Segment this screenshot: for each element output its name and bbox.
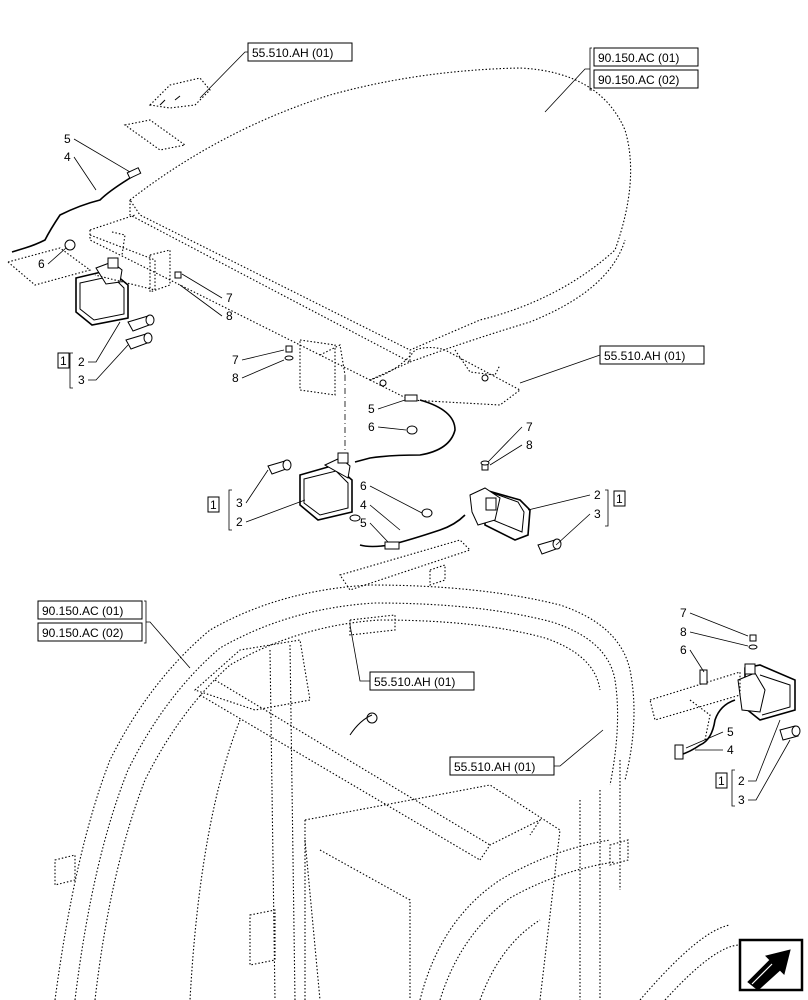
- work-lamp-center: [469, 460, 562, 555]
- callout-6: 6: [38, 257, 45, 271]
- mount-brackets-mid: [284, 339, 346, 465]
- ref-box-55510-center[interactable]: 55.510.AH (01): [349, 624, 475, 691]
- next-page-arrow-icon[interactable]: [738, 938, 804, 992]
- callout-2: 2: [738, 774, 745, 788]
- callout-2: 2: [78, 355, 85, 369]
- ref-box-55510-right[interactable]: 55.510.AH (01): [519, 345, 705, 384]
- lamp-harness-mid: [354, 394, 456, 463]
- callout-8: 8: [680, 625, 687, 639]
- callout-2: 2: [236, 515, 243, 529]
- ref-label: 55.510.AH (01): [252, 46, 333, 60]
- roof-harness-top: [123, 77, 211, 151]
- callout-4: 4: [64, 150, 71, 164]
- callout-3: 3: [236, 496, 243, 510]
- cab-frame: [54, 584, 741, 1000]
- lamp-harness-left: [6, 167, 182, 293]
- callout-5: 5: [64, 132, 71, 146]
- callout-5: 5: [360, 516, 367, 530]
- callout-7: 7: [526, 420, 533, 434]
- callout-7: 7: [226, 291, 233, 305]
- callout-3: 3: [78, 373, 85, 387]
- ref-label: 55.510.AH (01): [374, 675, 455, 689]
- ref-label: 55.510.AH (01): [604, 349, 685, 363]
- callouts-center: 6 4 5 7 8 2 1 3: [360, 420, 626, 546]
- kit-1: 1: [210, 498, 217, 512]
- work-lamp-mid: [267, 452, 361, 522]
- callout-8: 8: [232, 371, 239, 385]
- callout-6: 6: [360, 479, 367, 493]
- callouts-mid: 7 8 5 6 1 3 2: [207, 349, 407, 531]
- callout-8: 8: [526, 438, 533, 452]
- ref-box-90150-left[interactable]: 90.150.AC (01) 90.150.AC (02): [37, 600, 191, 669]
- callout-4: 4: [360, 498, 367, 512]
- callout-6: 6: [680, 643, 687, 657]
- callout-3: 3: [738, 793, 745, 807]
- ref-label: 90.150.AC (01): [598, 51, 679, 65]
- ref-box-55510-top[interactable]: 55.510.AH (01): [199, 42, 353, 99]
- roof-panel: [89, 67, 632, 406]
- callout-4: 4: [727, 743, 734, 757]
- work-lamp-right: [649, 634, 801, 741]
- ref-box-90150-top[interactable]: 90.150.AC (01) 90.150.AC (02): [544, 47, 699, 113]
- callout-8: 8: [226, 309, 233, 323]
- callout-7: 7: [680, 606, 687, 620]
- kit-1: 1: [60, 354, 67, 368]
- callout-5: 5: [727, 725, 734, 739]
- callouts-top-left: 5 4 6 7 8 1 2 3: [38, 132, 233, 389]
- ref-label: 55.510.AH (01): [454, 760, 535, 774]
- callout-7: 7: [232, 353, 239, 367]
- callouts-right: 7 8 6 5 4 1 2 3: [680, 606, 791, 807]
- ref-label: 90.150.AC (02): [42, 626, 123, 640]
- work-lamp-left: [75, 257, 155, 350]
- callout-6: 6: [368, 420, 375, 434]
- ref-label: 90.150.AC (02): [598, 73, 679, 87]
- kit-1: 1: [718, 774, 725, 788]
- lamp-harness-right: [674, 669, 736, 760]
- ref-label: 90.150.AC (01): [42, 604, 123, 618]
- callout-5: 5: [368, 402, 375, 416]
- ref-box-55510-lower[interactable]: 55.510.AH (01): [449, 729, 604, 776]
- kit-1: 1: [616, 492, 623, 506]
- callout-3: 3: [594, 507, 601, 521]
- callout-2: 2: [594, 488, 601, 502]
